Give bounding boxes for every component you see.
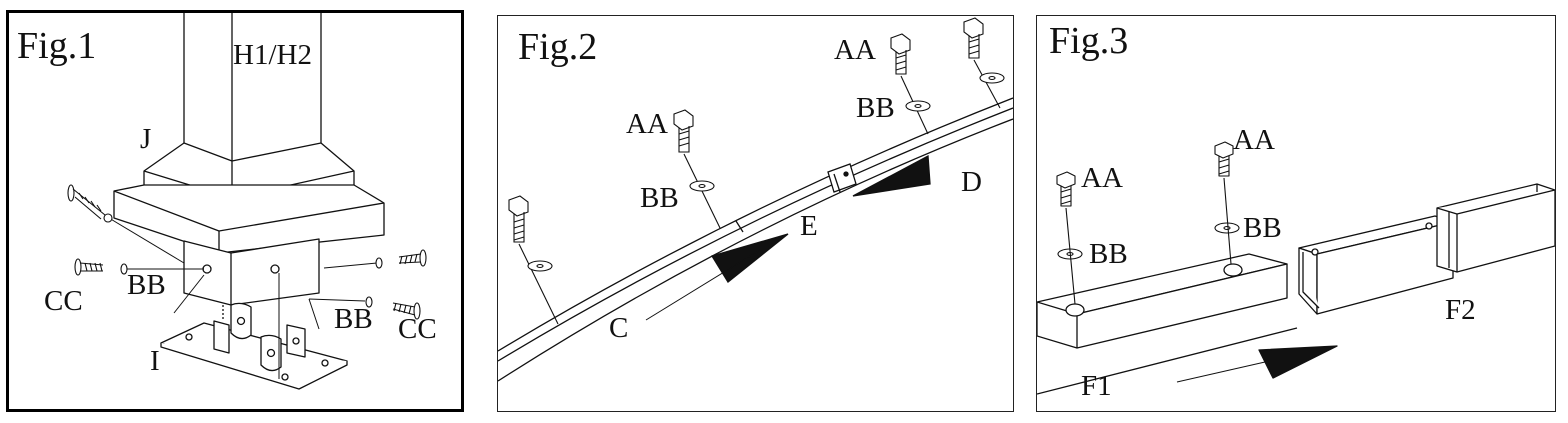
label-bolt-aa-mid: AA [626,108,668,140]
fig3-bolts [1056,141,1240,305]
figure-2-panel: Fig.2 AA BB AA BB E D C [497,15,1014,412]
fig1-screws [67,184,427,320]
bolt-aa-left [1056,171,1083,305]
figure-3-panel: Fig.3 AA BB AA BB F2 F1 [1036,15,1556,412]
label-washer-bb-mid: BB [640,182,679,214]
label-washer-bb-right: BB [334,303,373,335]
figure-3-title: Fig.3 [1049,20,1129,62]
post-base-drawing [67,13,427,390]
cover-j [113,142,385,254]
screw-cc-upper-left [67,184,113,223]
screw-cc-upper-right [375,249,427,269]
label-bolt-aa-right: AA [1233,124,1275,156]
label-screw-cc-left: CC [44,285,83,317]
channel-insert [1298,215,1454,315]
label-washer-bb-left: BB [127,269,166,301]
screw-cc-right [365,296,421,320]
beam-f1 [1037,253,1298,395]
label-bolt-aa-top: AA [834,34,876,66]
label-washer-bb-left: BB [1089,238,1128,270]
connector-e [827,163,857,193]
label-part-f2: F2 [1445,294,1476,326]
screw-cc-left [74,258,128,276]
label-cover-j: J [140,123,152,155]
label-part-c: C [609,312,629,344]
label-part-f1: F1 [1081,370,1112,402]
bolt-aa-top [890,33,931,135]
base-plate-i [160,302,348,390]
label-bolt-aa-left: AA [1081,162,1123,194]
beam-f2 [1436,183,1555,273]
fig2-bolts [508,17,1005,325]
label-post-h1-h2: H1/H2 [233,39,312,71]
bolt-aa-left [508,195,559,325]
label-part-d: D [961,166,982,198]
direction-arrow [1176,345,1338,383]
label-screw-cc-right: CC [398,313,437,345]
figure-1-panel: Fig.1 H1/H2 J BB CC BB CC I [6,10,464,412]
curved-rafter-drawing [498,17,1013,382]
post-h1-h2 [183,13,322,161]
label-washer-bb-right: BB [1243,212,1282,244]
bolt-aa-mid [673,109,721,229]
label-base-plate-i: I [150,345,160,377]
label-part-e: E [800,210,818,242]
fig1-leader-lines [108,217,378,379]
figure-1-title: Fig.1 [17,25,97,67]
bolt-aa-right [1214,141,1240,265]
label-washer-bb-top: BB [856,92,895,124]
figure-2-title: Fig.2 [518,26,598,68]
bolt-aa-far [963,17,1005,109]
straight-beam-drawing [1037,141,1555,395]
curved-beam [498,97,1013,382]
direction-arrows [645,154,931,321]
